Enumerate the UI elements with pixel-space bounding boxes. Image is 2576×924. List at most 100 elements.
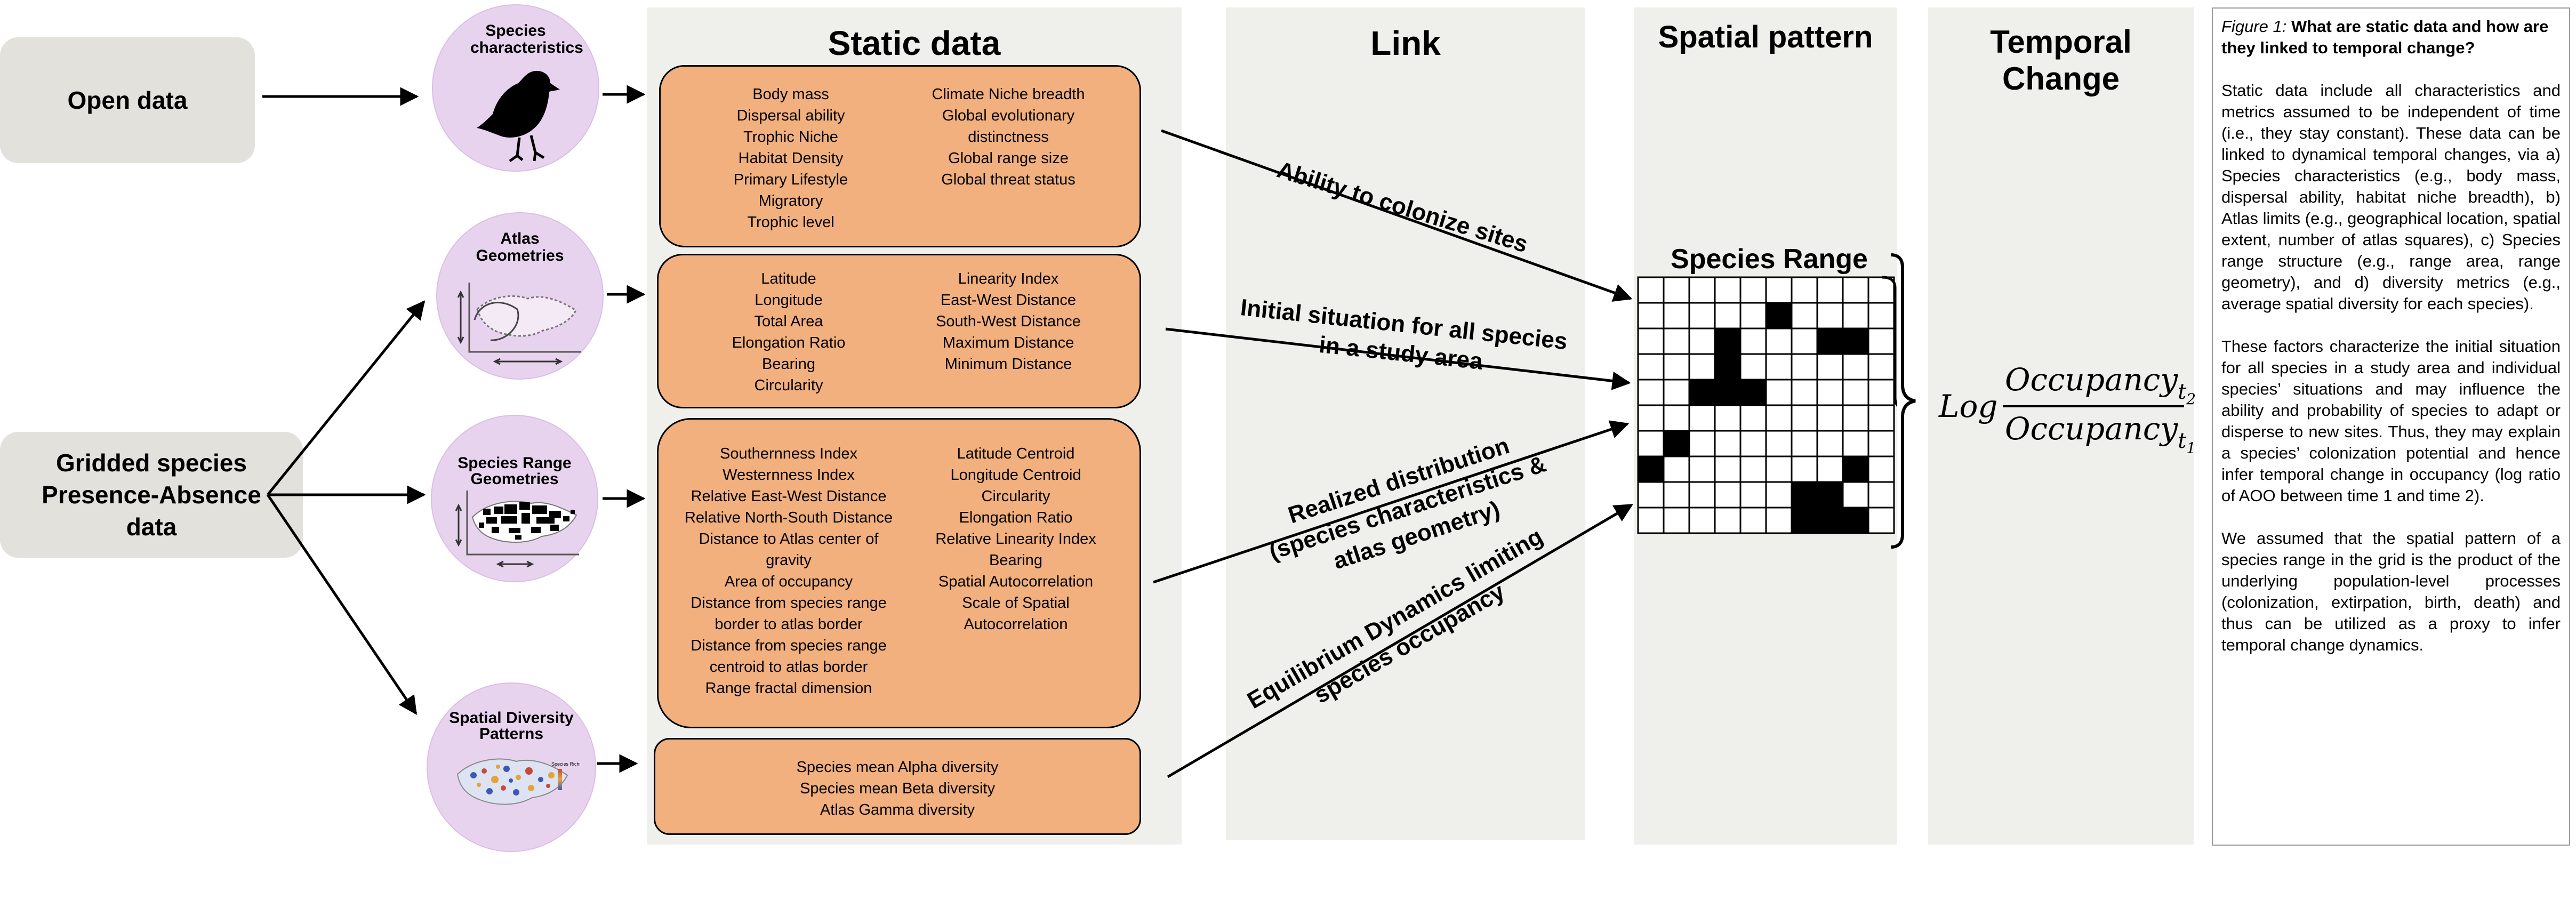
- item: Circularity: [981, 488, 1050, 505]
- item: Range fractal dimension: [705, 680, 872, 697]
- grid-cell-absent: [1663, 404, 1690, 432]
- species-range-box: Southernness Index Westernness Index Rel…: [657, 418, 1141, 728]
- atlas-geometries-right: Linearity Index East-West Distance South…: [918, 268, 1099, 375]
- item: Minimum Distance: [944, 356, 1072, 373]
- spatial-diversity-center: Species mean Alpha diversity Species mea…: [655, 757, 1139, 821]
- grid-cell-present: [1816, 481, 1844, 509]
- grid-cell-absent: [1842, 430, 1869, 457]
- grid-cell-present: [1842, 455, 1869, 483]
- grid-cell-absent: [1765, 430, 1793, 457]
- grid-cell-absent: [1791, 276, 1818, 304]
- grid-cell-present: [1842, 327, 1869, 355]
- grid-cell-present: [1816, 327, 1844, 355]
- grid-cell-present: [1816, 507, 1844, 534]
- grid-cell-absent: [1765, 276, 1793, 304]
- grid-cell-absent: [1867, 430, 1895, 457]
- item: Global threat status: [941, 171, 1076, 188]
- grid-cell-present: [1714, 379, 1742, 406]
- item: Distance to Atlas center of: [699, 531, 879, 548]
- caption-fig-label: Figure 1:: [2221, 17, 2287, 36]
- grid-cell-absent: [1714, 302, 1742, 330]
- grid-cell-absent: [1663, 507, 1690, 534]
- item: Longitude: [755, 292, 823, 309]
- item: Autocorrelation: [964, 616, 1068, 633]
- fraction-bar: [2003, 405, 2184, 407]
- item: Elongation Ratio: [959, 509, 1073, 526]
- item: Habitat Density: [738, 150, 844, 167]
- open-data-label: Open data: [67, 86, 188, 114]
- item: Westernness Index: [723, 467, 855, 484]
- grid-cell-absent: [1867, 379, 1895, 406]
- grid-cell-absent: [1842, 379, 1869, 406]
- arrow-equilibrium: [1167, 503, 1634, 778]
- grid-cell-absent: [1842, 353, 1869, 381]
- grid-cell-absent: [1816, 353, 1844, 381]
- grid-cell-absent: [1842, 276, 1869, 304]
- species-range-right: Latitude Centroid Longitude Centroid Cir…: [914, 443, 1117, 635]
- item: East-West Distance: [940, 292, 1077, 309]
- species-characteristics-left: Body mass Dispersal ability Trophic Nich…: [695, 84, 887, 233]
- atlas-geometries-left: Latitude Longitude Total Area Elongation…: [698, 268, 879, 396]
- grid-cell-absent: [1637, 353, 1665, 381]
- grid-cell-absent: [1816, 302, 1844, 330]
- grid-cell-absent: [1791, 455, 1818, 483]
- species-range-label: Species Range: [1671, 244, 1868, 275]
- grid-cell-absent: [1791, 302, 1818, 330]
- item: Circularity: [754, 377, 823, 394]
- item: Relative North-South Distance: [684, 509, 893, 526]
- grid-cell-absent: [1867, 455, 1895, 483]
- grid-cell-absent: [1714, 404, 1742, 432]
- grid-cell-absent: [1637, 276, 1665, 304]
- grid-cell-absent: [1739, 327, 1767, 355]
- species-range-grid: [1637, 276, 1897, 534]
- grid-cell-absent: [1842, 302, 1869, 330]
- item: Linearity Index: [958, 270, 1059, 287]
- spatial-diversity-box: Species mean Alpha diversity Species mea…: [654, 738, 1141, 835]
- arrow-initial: [1165, 327, 1631, 390]
- arrow-realized: [1153, 420, 1630, 584]
- item: Bearing: [989, 552, 1042, 569]
- item: Elongation Ratio: [732, 334, 846, 351]
- arrow-gridded-to-diversity: [266, 494, 418, 715]
- grid-cell-absent: [1816, 276, 1844, 304]
- grid-cell-absent: [1663, 455, 1690, 483]
- item: Distance from species range: [691, 637, 887, 654]
- grid-cell-absent: [1714, 455, 1742, 483]
- grid-cell-absent: [1637, 430, 1665, 457]
- grid-cell-absent: [1714, 481, 1742, 509]
- grid-cell-absent: [1816, 379, 1844, 406]
- item: South-West Distance: [936, 313, 1081, 330]
- item: Body mass: [752, 86, 829, 103]
- grid-cell-present: [1637, 455, 1665, 483]
- grid-cell-absent: [1739, 481, 1767, 509]
- item: Migratory: [758, 192, 823, 210]
- grid-cell-absent: [1739, 507, 1767, 534]
- grid-cell-absent: [1637, 481, 1665, 509]
- item: Global range size: [948, 150, 1069, 167]
- item: border to atlas border: [715, 616, 863, 633]
- item: Bearing: [762, 356, 815, 373]
- item: Dispersal ability: [736, 107, 845, 124]
- grid-cell-absent: [1688, 404, 1716, 432]
- grid-cell-present: [1739, 379, 1767, 406]
- denominator-text: Occupancy: [2005, 411, 2178, 447]
- grid-cell-absent: [1765, 353, 1793, 381]
- item: gravity: [766, 552, 812, 569]
- grid-cell-absent: [1663, 353, 1690, 381]
- diversity-map-icon: Species Richness: [456, 758, 580, 805]
- log-label: Log: [1939, 388, 1998, 424]
- grid-cell-present: [1791, 507, 1818, 534]
- grid-cell-absent: [1816, 455, 1844, 483]
- arrow-gridded-to-atlas: [267, 300, 426, 496]
- formula-numerator: Occupancyt2: [2005, 361, 2196, 408]
- item: Area of occupancy: [724, 573, 853, 590]
- gridded-data-label: Gridded species Presence-Absence data: [42, 449, 261, 541]
- grid-cell-present: [1842, 507, 1869, 534]
- item: Trophic level: [747, 214, 834, 231]
- item: distinctness: [968, 128, 1049, 146]
- grid-cell-absent: [1791, 404, 1818, 432]
- grid-cell-absent: [1765, 507, 1793, 534]
- grid-cell-absent: [1637, 379, 1665, 406]
- link-panel: Link: [1226, 7, 1585, 840]
- grid-cell-absent: [1739, 276, 1767, 304]
